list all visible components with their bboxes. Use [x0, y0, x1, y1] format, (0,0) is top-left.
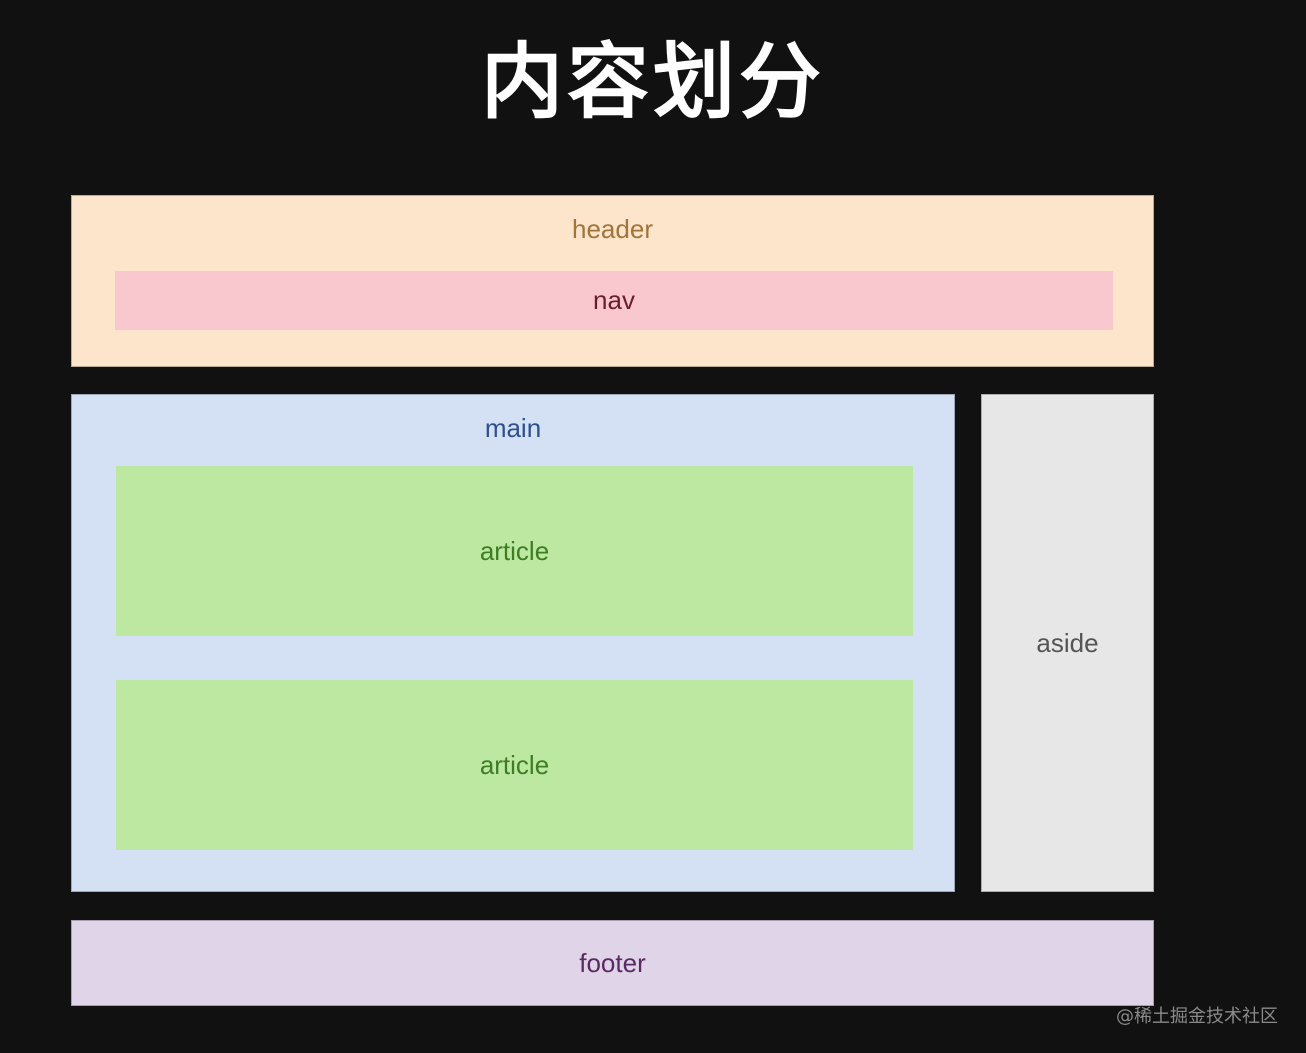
watermark: @稀土掘金技术社区 — [1116, 1006, 1278, 1027]
article-region: article — [116, 680, 913, 850]
header-label: header — [572, 214, 653, 244]
main-region: main article article — [71, 394, 955, 892]
nav-region: nav — [115, 271, 1113, 330]
aside-label: aside — [1036, 628, 1099, 658]
main-label: main — [484, 413, 542, 443]
footer-region: footer — [71, 920, 1154, 1006]
aside-region: aside — [981, 394, 1154, 892]
nav-label: nav — [593, 285, 635, 315]
article-label: article — [479, 536, 550, 566]
footer-label: footer — [579, 948, 646, 978]
page-title: 内容划分 — [480, 35, 825, 130]
article-label: article — [479, 750, 550, 780]
header-region: header nav — [71, 195, 1154, 367]
article-region: article — [116, 466, 913, 636]
